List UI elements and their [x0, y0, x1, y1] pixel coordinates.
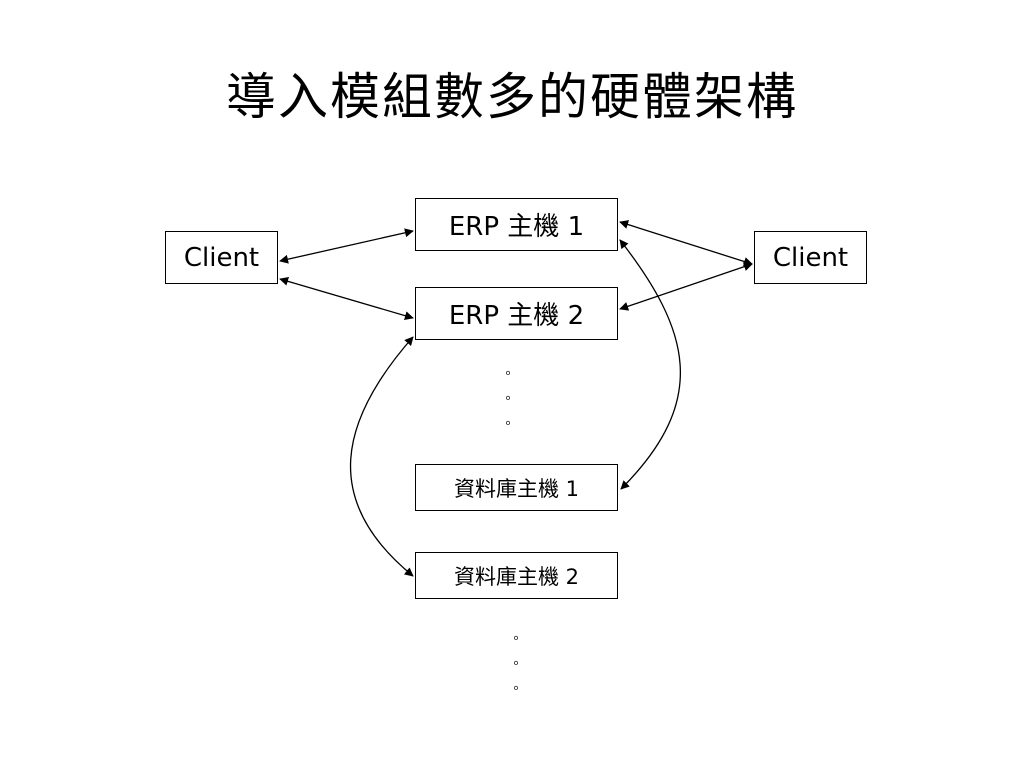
ellipsis-dot: 。: [513, 678, 527, 693]
database-host-1: 資料庫主機 1: [415, 464, 618, 511]
link-client-left-erp2: [279, 276, 414, 321]
erp-host-2: ERP 主機 2: [415, 287, 618, 340]
ellipsis-dot: 。: [505, 413, 519, 428]
client-right-label: Client: [772, 242, 849, 273]
ellipsis-dot: 。: [505, 363, 519, 378]
ellipsis-dot: 。: [513, 628, 527, 643]
ellipsis-dot: 。: [505, 388, 519, 403]
slide-title: 導入模組數多的硬體架構: [226, 68, 798, 126]
link-client-right-erp1: [619, 220, 753, 266]
erp-host-2-label: ERP 主機 2: [448, 301, 585, 331]
database-host-2: 資料庫主機 2: [415, 552, 618, 599]
link-erp1-db1: [619, 239, 681, 490]
erp-host-1-label: ERP 主機 1: [448, 212, 585, 242]
database-host-2-label: 資料庫主機 2: [453, 564, 580, 589]
erp-host-1: ERP 主機 1: [415, 198, 618, 251]
link-erp2-db2: [350, 336, 414, 577]
ellipsis-dot: 。: [513, 653, 527, 668]
link-client-left-erp1: [279, 228, 414, 264]
database-host-1-label: 資料庫主機 1: [453, 476, 580, 501]
client-node-right: Client: [754, 231, 867, 284]
link-client-right-erp2: [619, 262, 753, 311]
client-node-left: Client: [165, 231, 278, 284]
client-left-label: Client: [183, 242, 260, 273]
